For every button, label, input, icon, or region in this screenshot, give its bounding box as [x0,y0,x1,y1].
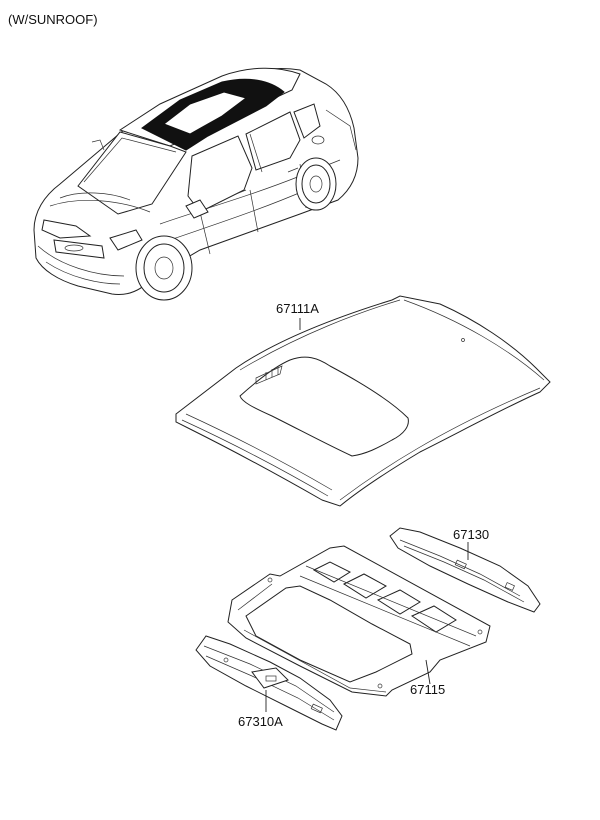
sunroof-frame-icon [227,545,491,697]
part-label-67130: 67130 [453,527,489,542]
front-roof-rail-icon [389,527,541,613]
roof-panel-icon [175,295,551,507]
rear-roof-rail-icon [195,635,343,731]
part-label-67115: 67115 [410,682,445,697]
vehicle-illustration-icon [33,67,359,301]
variant-title: (W/SUNROOF) [8,12,98,27]
part-label-67111A: 67111A [276,301,319,316]
part-label-67310A: 67310A [238,714,283,729]
